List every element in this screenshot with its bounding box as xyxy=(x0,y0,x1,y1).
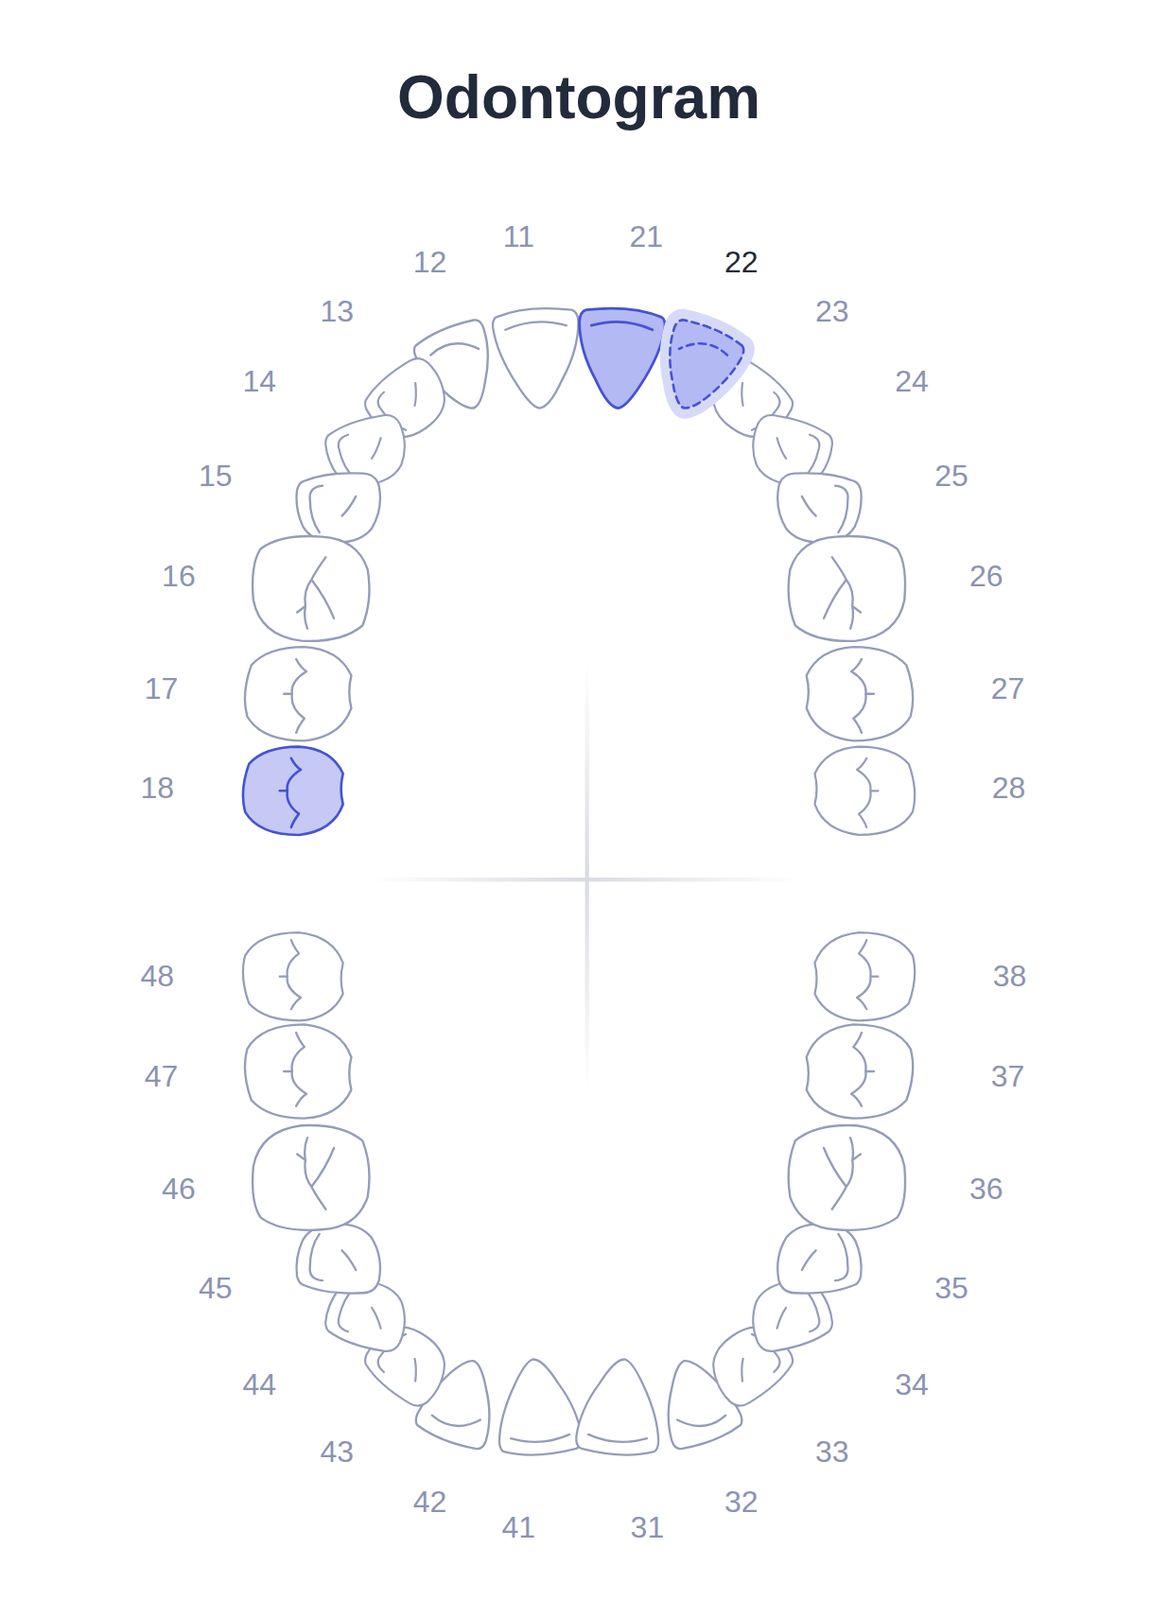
tooth-number: 22 xyxy=(724,246,759,278)
tooth-number: 48 xyxy=(139,960,175,992)
tooth xyxy=(252,1125,369,1231)
title: Odontogram xyxy=(397,67,761,128)
tooth-number: 45 xyxy=(198,1273,233,1304)
tooth-number: 16 xyxy=(161,560,196,592)
tooth-number: 36 xyxy=(969,1173,1004,1204)
tooth xyxy=(243,932,344,1021)
tooth-number: 46 xyxy=(161,1173,196,1204)
tooth-number: 42 xyxy=(413,1486,448,1518)
tooth-number: 18 xyxy=(139,772,175,803)
tooth-number: 34 xyxy=(894,1369,929,1400)
tooth-number: 12 xyxy=(413,246,448,278)
tooth xyxy=(252,536,369,642)
tooth-number: 26 xyxy=(969,560,1004,592)
tooth xyxy=(294,1220,385,1298)
tooth-number: 21 xyxy=(629,221,664,252)
tooth-selected xyxy=(243,747,344,836)
tooth xyxy=(493,1356,583,1458)
tooth xyxy=(244,646,351,741)
tooth xyxy=(806,646,913,741)
tooth xyxy=(575,1356,664,1458)
tooth-number: 37 xyxy=(991,1061,1026,1092)
tooth xyxy=(772,1220,864,1298)
tooth-number: 41 xyxy=(502,1512,537,1543)
tooth xyxy=(806,1024,913,1118)
quadrant-line xyxy=(367,877,803,882)
tooth-halo xyxy=(645,313,751,424)
tooth-number: 11 xyxy=(503,221,535,252)
selected-teeth xyxy=(243,305,751,836)
tooth-number: 24 xyxy=(894,366,929,397)
tooth xyxy=(772,469,864,547)
tooth xyxy=(788,1125,906,1231)
tooth-number: 33 xyxy=(815,1436,850,1467)
tooth xyxy=(814,747,915,836)
tooth-number: 25 xyxy=(934,460,969,491)
tooth-selected xyxy=(573,305,666,411)
tooth xyxy=(788,536,906,642)
tooth xyxy=(814,932,915,1021)
tooth-number: 35 xyxy=(934,1273,969,1304)
tooth-number: 17 xyxy=(144,673,179,704)
tooth-number: 38 xyxy=(993,960,1028,992)
tooth xyxy=(244,1024,351,1118)
tooth xyxy=(294,469,385,547)
teeth xyxy=(243,305,915,1458)
tooth-active xyxy=(647,314,749,421)
tooth-number: 44 xyxy=(242,1369,277,1400)
tooth-number: 27 xyxy=(991,673,1026,704)
tooth-number: 47 xyxy=(144,1061,179,1092)
tooth-number: 15 xyxy=(198,460,233,491)
tooth-number: 23 xyxy=(815,296,850,327)
tooth xyxy=(491,305,585,411)
tooth-number: 32 xyxy=(724,1486,759,1518)
tooth-number: 28 xyxy=(992,772,1027,803)
tooth-number: 43 xyxy=(319,1436,354,1467)
tooth-number: 31 xyxy=(630,1512,665,1543)
tooth-number: 13 xyxy=(319,296,354,327)
tooth-number: 14 xyxy=(242,366,277,397)
